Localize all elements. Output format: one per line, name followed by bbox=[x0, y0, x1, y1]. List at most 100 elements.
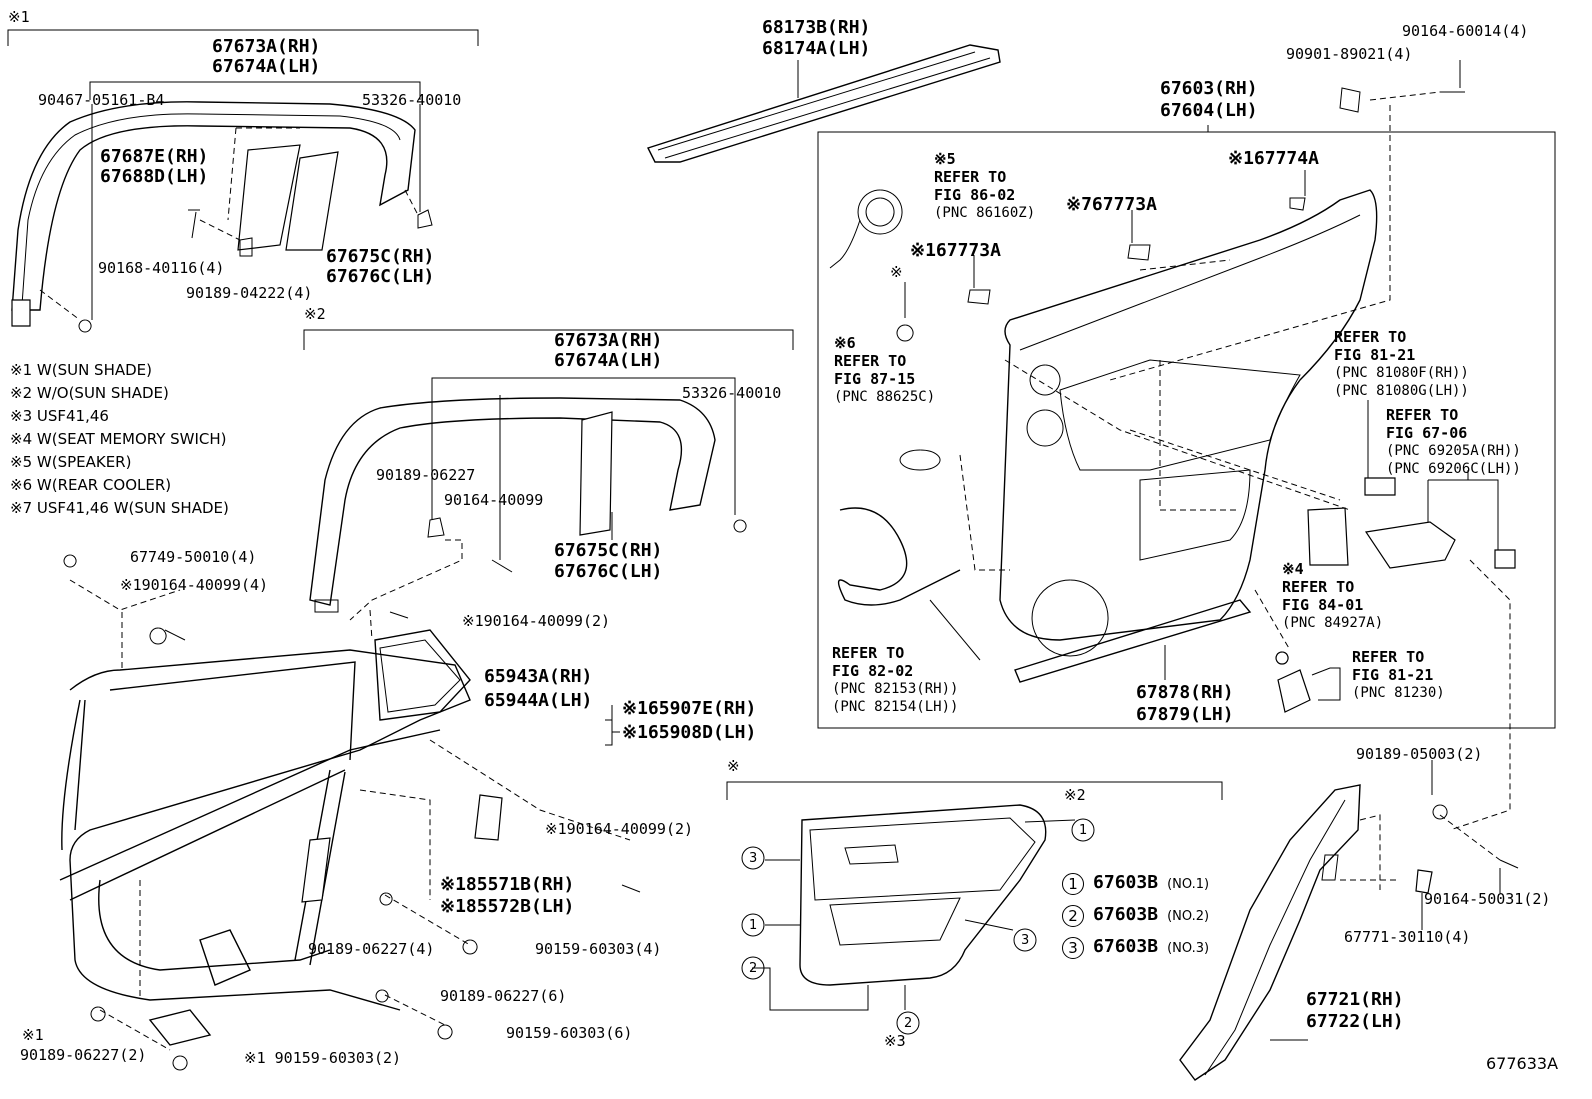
inset-callout-3b: 3 bbox=[1021, 933, 1030, 948]
pillar-garnish bbox=[237, 144, 301, 251]
legend-row-2: 2 67603B (NO.2) bbox=[1062, 904, 1209, 927]
ref67-line1: REFER TO bbox=[1386, 406, 1459, 424]
ref6-mark: ※6 bbox=[834, 334, 856, 352]
inset-mark-3: ※3 bbox=[884, 1032, 906, 1050]
part-90164-50031: 90164-50031(2) bbox=[1424, 890, 1551, 908]
inset-callout-1a: 1 bbox=[749, 918, 758, 933]
part-65944a-lh: 65944A(LH) bbox=[484, 690, 593, 711]
part-67773a-1: ※167773A bbox=[910, 240, 1001, 261]
part-90164-40099-2a: ※190164-40099(2) bbox=[462, 612, 611, 630]
legend-part-3: 67603B bbox=[1093, 936, 1159, 957]
part-85571b-rh: ※185571B(RH) bbox=[440, 874, 575, 895]
part-67674a-lh-2: 67674A(LH) bbox=[554, 350, 663, 371]
legend-row-1: 1 67603B (NO.1) bbox=[1062, 872, 1209, 895]
legend-no-1: (NO.1) bbox=[1167, 877, 1210, 892]
part-65943a-rh: 65943A(RH) bbox=[484, 666, 593, 687]
part-67773a-7: ※767773A bbox=[1066, 194, 1157, 215]
part-68174a-lh: 68174A(LH) bbox=[762, 38, 871, 59]
part-67603-rh: 67603(RH) bbox=[1160, 78, 1258, 99]
ref5-line2: FIG 86-02 bbox=[934, 186, 1016, 204]
part-67721-rh: 67721(RH) bbox=[1306, 989, 1404, 1010]
part-90189-06227: 90189-06227 bbox=[376, 466, 476, 484]
inset-callout-1b: 1 bbox=[1079, 823, 1088, 838]
note-3: ※3 USF41,46 bbox=[10, 407, 109, 425]
ref81a-line1: REFER TO bbox=[1334, 328, 1407, 346]
part-65908d-lh: ※165908D(LH) bbox=[622, 722, 757, 743]
part-90189-06227-6: 90189-06227(6) bbox=[440, 987, 567, 1005]
legend-part-2: 67603B bbox=[1093, 904, 1159, 925]
note-2: ※2 W/O(SUN SHADE) bbox=[10, 384, 169, 402]
ref81a-line3: (PNC 81080F(RH)) bbox=[1334, 365, 1469, 381]
legend-no-3: (NO.3) bbox=[1167, 941, 1210, 956]
window-molding-sunshade bbox=[11, 101, 416, 311]
part-90467-05161: 90467-05161-B4 bbox=[38, 91, 165, 109]
part-90901-89021: 90901-89021(4) bbox=[1286, 45, 1413, 63]
part-67749-50010: 67749-50010(4) bbox=[130, 548, 257, 566]
mark-generic: ※ bbox=[890, 263, 903, 281]
ref5-line1: REFER TO bbox=[934, 168, 1007, 186]
part-67878-rh: 67878(RH) bbox=[1136, 682, 1234, 703]
ref82-line4: (PNC 82154(LH)) bbox=[832, 699, 959, 715]
inset-mark-2: ※2 bbox=[1064, 786, 1086, 804]
door-frame-assembly bbox=[69, 649, 471, 1011]
part-90159-60303-4: 90159-60303(4) bbox=[535, 940, 662, 958]
note-1: ※1 W(SUN SHADE) bbox=[10, 361, 152, 379]
group2-mark: ※2 bbox=[304, 305, 326, 323]
window-molding bbox=[309, 397, 716, 606]
ref82-line2: FIG 82-02 bbox=[832, 662, 914, 680]
part-67774a: ※167774A bbox=[1228, 148, 1319, 169]
figure-code: 677633A bbox=[1486, 1054, 1559, 1073]
part-67673a-rh-2: 67673A(RH) bbox=[554, 330, 663, 351]
ref6-line1: REFER TO bbox=[834, 352, 907, 370]
inset-callout-2a: 2 bbox=[749, 961, 758, 976]
part-67673a-rh: 67673A(RH) bbox=[212, 36, 321, 57]
legend-circle-3: 3 bbox=[1062, 936, 1084, 959]
inset-callout-2b: 2 bbox=[904, 1016, 913, 1031]
inset-callout-3a: 3 bbox=[749, 851, 758, 866]
ref81b-line1: REFER TO bbox=[1352, 648, 1425, 666]
part-90189-06227-2: 90189-06227(2) bbox=[20, 1046, 147, 1064]
legend-no-2: (NO.2) bbox=[1167, 909, 1210, 924]
note-4: ※4 W(SEAT MEMORY SWICH) bbox=[10, 430, 227, 448]
ref84-mark: ※4 bbox=[1282, 560, 1304, 578]
legend-row-3: 3 67603B (NO.3) bbox=[1062, 936, 1209, 959]
part-90189-04222: 90189-04222(4) bbox=[186, 284, 313, 302]
inset-mark: ※ bbox=[727, 757, 740, 775]
part-67879-lh: 67879(LH) bbox=[1136, 704, 1234, 725]
ref67-line2: FIG 67-06 bbox=[1386, 424, 1468, 442]
part-67675c-rh-2: 67675C(RH) bbox=[554, 540, 663, 561]
ref82-line3: (PNC 82153(RH)) bbox=[832, 681, 959, 697]
part-53326-40010-2: 53326-40010 bbox=[682, 384, 782, 402]
part-67688d-lh: 67688D(LH) bbox=[100, 166, 209, 187]
part-90164-60014: 90164-60014(4) bbox=[1402, 22, 1529, 40]
part-67771-30110: 67771-30110(4) bbox=[1344, 928, 1471, 946]
ref6-line2: FIG 87-15 bbox=[834, 370, 916, 388]
ref84-line1: REFER TO bbox=[1282, 578, 1355, 596]
ref67-line3: (PNC 69205A(RH)) bbox=[1386, 443, 1521, 459]
part-90159-60303-6: 90159-60303(6) bbox=[506, 1024, 633, 1042]
ref82-line1: REFER TO bbox=[832, 644, 905, 662]
inset-door-panel bbox=[799, 804, 1047, 986]
ref5-line3: (PNC 86160Z) bbox=[934, 205, 1036, 221]
part-90164-40099-4: ※190164-40099(4) bbox=[120, 576, 269, 594]
scuff-plate-trim bbox=[1179, 784, 1361, 1081]
note-7: ※7 USF41,46 W(SUN SHADE) bbox=[10, 499, 229, 517]
part-90168-40116: 90168-40116(4) bbox=[98, 259, 225, 277]
part-67675c-rh: 67675C(RH) bbox=[326, 246, 435, 267]
group1-mark: ※1 bbox=[8, 8, 30, 26]
door-trim-panel bbox=[999, 189, 1378, 641]
ref67-line4: (PNC 69206C(LH)) bbox=[1386, 461, 1521, 477]
part-53326-40010: 53326-40010 bbox=[362, 91, 462, 109]
part-67687e-rh: 67687E(RH) bbox=[100, 146, 209, 167]
part-90164-40099: 90164-40099 bbox=[444, 491, 544, 509]
ref6-line3: (PNC 88625C) bbox=[834, 389, 936, 405]
part-90164-40099-2b: ※190164-40099(2) bbox=[545, 820, 694, 838]
inner-weatherstrip bbox=[647, 44, 1001, 163]
part-68173b-rh: 68173B(RH) bbox=[762, 17, 871, 38]
part-65907e-rh: ※165907E(RH) bbox=[622, 698, 757, 719]
part-67676c-lh-2: 67676C(LH) bbox=[554, 561, 663, 582]
legend-circle-1: 1 bbox=[1062, 872, 1084, 895]
ref84-line2: FIG 84-01 bbox=[1282, 596, 1364, 614]
note-5: ※5 W(SPEAKER) bbox=[10, 453, 132, 471]
